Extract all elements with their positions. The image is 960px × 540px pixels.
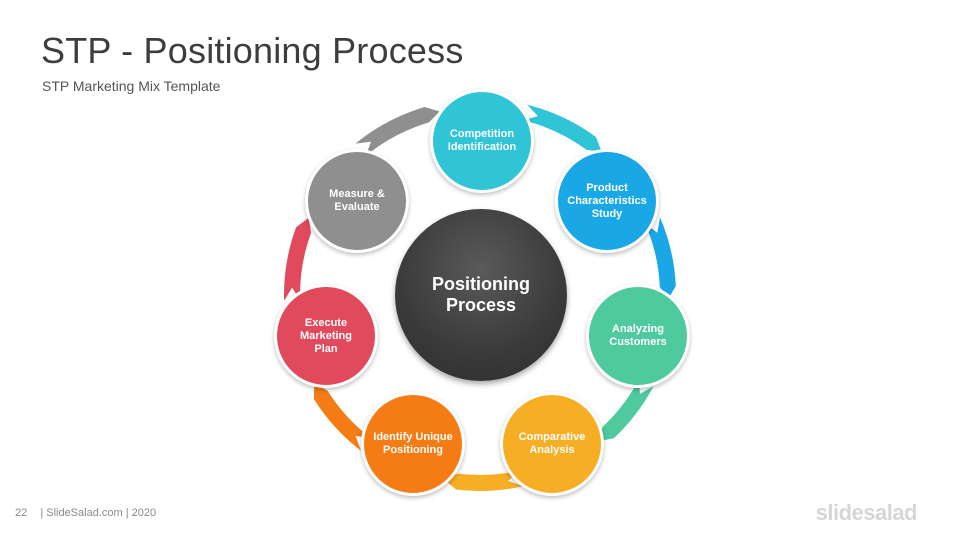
- cycle-arrow-3: [598, 378, 654, 442]
- center-label: Positioning Process: [432, 274, 530, 315]
- footer-text: | SlideSalad.com | 2020: [40, 507, 157, 519]
- step-label: Competition Identification: [447, 128, 517, 153]
- brand-logo: slidesalad: [815, 500, 918, 525]
- cycle-arrow-7: [355, 107, 440, 156]
- step-label: Product Characteristics Study: [567, 181, 647, 220]
- page-title: STP - Positioning Process: [41, 30, 464, 71]
- cycle-arrow-5: [314, 383, 371, 451]
- cycle-arrow-4: [444, 470, 523, 491]
- cycle-arrow-6: [284, 217, 312, 301]
- step-identify-unique-positioning: Identify Unique Positioning: [361, 392, 465, 496]
- step-label: Execute Marketing Plan: [300, 316, 352, 355]
- footer: 22 | SlideSalad.com | 2020: [15, 507, 156, 519]
- step-competition-identification: Competition Identification: [430, 89, 534, 193]
- step-execute-marketing-plan: Execute Marketing Plan: [274, 284, 378, 388]
- page-number: 22: [15, 507, 28, 519]
- step-label: Comparative Analysis: [518, 431, 586, 456]
- center-node: Positioning Process: [395, 209, 567, 381]
- step-comparative-analysis: Comparative Analysis: [500, 392, 604, 496]
- step-analyzing-customers: Analyzing Customers: [586, 284, 690, 388]
- step-measure-evaluate: Measure & Evaluate: [305, 149, 409, 253]
- step-label: Measure & Evaluate: [329, 188, 385, 213]
- cycle-arrow-1: [523, 104, 602, 152]
- page-subtitle: STP Marketing Mix Template: [42, 78, 221, 94]
- step-label: Identify Unique Positioning: [373, 431, 453, 456]
- step-product-characteristics-study: Product Characteristics Study: [555, 149, 659, 253]
- step-label: Analyzing Customers: [609, 323, 667, 348]
- cycle-arrow-2: [645, 217, 676, 300]
